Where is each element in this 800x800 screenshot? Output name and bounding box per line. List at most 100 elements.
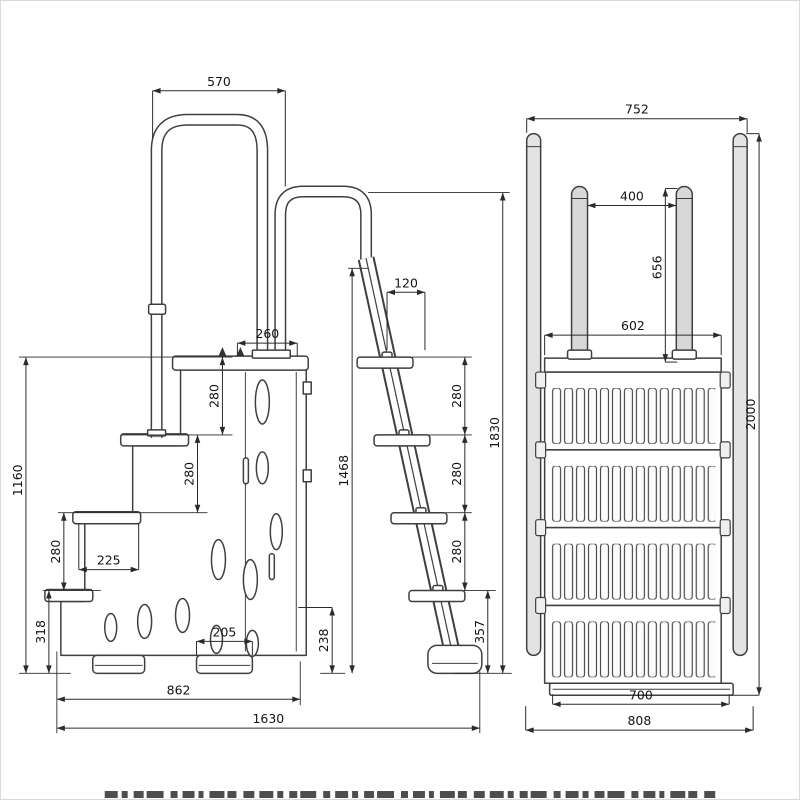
- print-strip-mark: [170, 791, 178, 799]
- dim-arrow: [219, 357, 226, 366]
- dim-arrow: [713, 332, 722, 338]
- print-strip-mark: [227, 791, 237, 799]
- dim-arrow: [152, 87, 161, 94]
- print-strip-mark: [594, 791, 605, 799]
- ladder-foot: [427, 644, 483, 675]
- panel-oval-cutout: [174, 597, 191, 634]
- dim-label-rise_2: 280: [182, 462, 197, 486]
- ladder-rung: [373, 434, 431, 447]
- dim-label-foot_pad_length: 205: [213, 624, 237, 639]
- panel-oval-cutout: [103, 612, 118, 643]
- dim-label-overall_depth: 1630: [252, 711, 284, 726]
- dim-arrow: [462, 582, 468, 591]
- print-strip-mark: [259, 791, 274, 799]
- dim-arrow: [196, 638, 205, 645]
- print-strip-mark: [530, 791, 547, 799]
- dim-arrow: [237, 340, 246, 346]
- print-strip-mark: [364, 791, 375, 799]
- dim-arrow: [194, 434, 201, 443]
- dim-lower_tread_depth: 225: [78, 523, 140, 573]
- dim-label-rung_spacing_3: 280: [449, 540, 464, 564]
- print-strip-mark: [473, 791, 485, 799]
- print-strip-mark: [400, 791, 408, 799]
- dim-arrow: [416, 289, 425, 296]
- print-strip-mark: [565, 791, 579, 799]
- dim-overall_height: 2000: [731, 133, 762, 696]
- dim-label-step_base_depth: 862: [167, 682, 191, 697]
- dim-label-overall_height: 2000: [743, 399, 758, 431]
- dim-rise_1: 280: [206, 357, 226, 435]
- handrail-mount: [671, 349, 698, 360]
- print-strip-mark: [688, 791, 698, 799]
- dim-label-base_rise: 318: [33, 620, 48, 644]
- print-strip-mark: [489, 791, 504, 799]
- print-strip-mark: [198, 791, 204, 799]
- print-strip-mark: [607, 791, 625, 799]
- dim-arrow: [745, 727, 754, 733]
- dim-arrow: [244, 638, 253, 645]
- panel-tab: [302, 381, 312, 395]
- panel-clip: [719, 371, 731, 389]
- print-strip-mark: [439, 791, 455, 799]
- dim-foot_pad_length: 205: [196, 624, 253, 656]
- ladder-rung: [390, 511, 448, 525]
- dim-label-rung_spacing_1: 280: [449, 384, 464, 408]
- dim-base_rise: 318: [33, 590, 52, 674]
- print-strip-mark: [182, 791, 195, 799]
- dim-arrow: [329, 665, 335, 674]
- dim-rail_mount_height: 1468: [336, 268, 355, 674]
- dim-label-bottom_rung_height: 357: [472, 620, 487, 644]
- dim-base_width: 700: [552, 687, 730, 708]
- dim-label-base_width: 700: [629, 687, 653, 702]
- dim-arrow: [462, 426, 468, 435]
- dim-label-rung_depth: 120: [394, 275, 418, 290]
- dim-arrow: [387, 289, 396, 296]
- dim-arrow: [289, 340, 298, 346]
- dim-panel_bottom_clearance: 238: [298, 606, 335, 674]
- rail-clamp: [147, 303, 167, 315]
- dim-rise_3: 280: [48, 512, 67, 591]
- handrail-post-left: [570, 185, 589, 363]
- rail-flange: [146, 429, 167, 437]
- print-strip-mark: [335, 791, 349, 799]
- print-strip-mark: [507, 791, 514, 799]
- print-strip-mark: [133, 791, 144, 799]
- dim-handrail_spacing: 400: [587, 189, 677, 209]
- print-strip-mark: [352, 791, 359, 799]
- dim-overall_width: 808: [525, 706, 754, 733]
- dim-arrow: [526, 115, 535, 122]
- panel-clip: [535, 519, 547, 537]
- rail-mount-plate: [251, 349, 292, 359]
- print-strip-mark: [659, 791, 665, 799]
- tread-4: [44, 588, 94, 603]
- print-strip-mark: [704, 791, 716, 799]
- outer-post-right: [732, 132, 748, 657]
- dim-arrow: [756, 133, 762, 142]
- dim-rail_arch_width: 570: [152, 74, 286, 187]
- outer-post-left: [525, 132, 542, 657]
- dim-arrow: [46, 665, 52, 674]
- deck-edge-band: [543, 357, 722, 373]
- dim-platform_depth: 260: [236, 326, 298, 357]
- dim-arrow: [471, 725, 480, 731]
- dim-arrow: [349, 268, 355, 277]
- dim-panel_width: 602: [544, 318, 722, 356]
- print-strip-mark: [289, 791, 298, 799]
- dim-label-rung_spacing_2: 280: [449, 462, 464, 486]
- dim-arrow: [23, 357, 29, 366]
- print-strip-mark: [377, 791, 395, 799]
- dim-arrow: [662, 354, 669, 363]
- dim-arrow: [499, 665, 506, 674]
- dim-arrow: [329, 607, 335, 616]
- tread-3: [72, 510, 142, 525]
- print-strip-mark: [146, 791, 164, 799]
- panel-clip: [719, 441, 731, 459]
- dim-arrow: [462, 434, 468, 443]
- ladder-rung: [408, 589, 466, 603]
- front-view-drawing: [525, 132, 748, 697]
- dim-label-panel_bottom_clearance: 238: [316, 628, 331, 652]
- panel-oval-cutout: [136, 603, 153, 640]
- dim-arrow: [56, 696, 65, 703]
